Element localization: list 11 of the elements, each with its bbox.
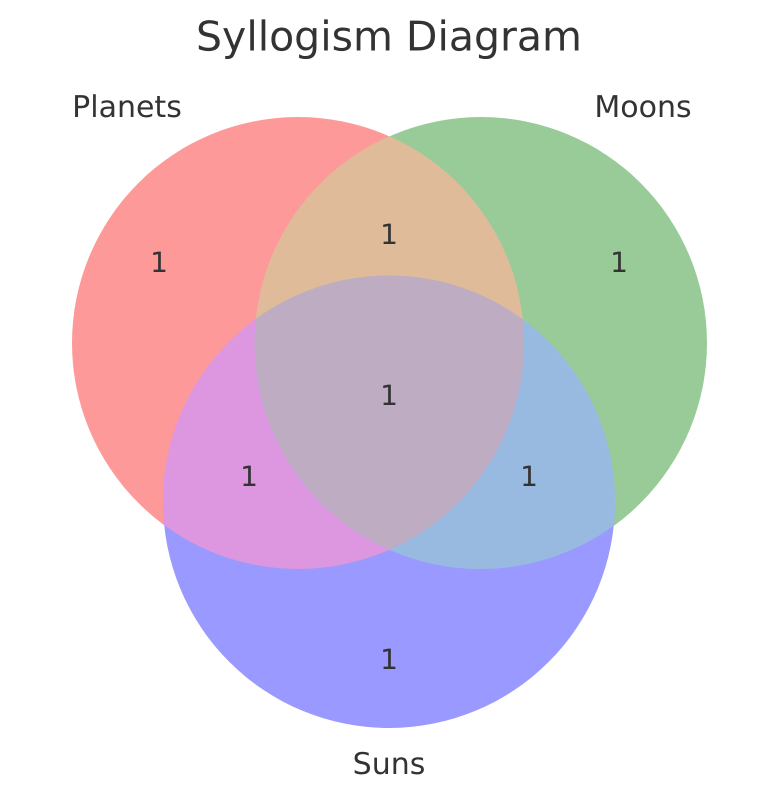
- region-count: 1: [380, 644, 398, 676]
- region-count: 1: [380, 380, 398, 412]
- region-count: 1: [610, 246, 628, 280]
- set-label: Moons: [594, 90, 692, 126]
- region-count: 1: [380, 218, 398, 252]
- diagram-title: Syllogism Diagram: [196, 13, 582, 61]
- set-label: Planets: [72, 90, 182, 126]
- set-label: Suns: [352, 748, 426, 782]
- region-count: 1: [240, 460, 258, 494]
- region-count: 1: [520, 460, 538, 494]
- region-count: 1: [150, 246, 168, 280]
